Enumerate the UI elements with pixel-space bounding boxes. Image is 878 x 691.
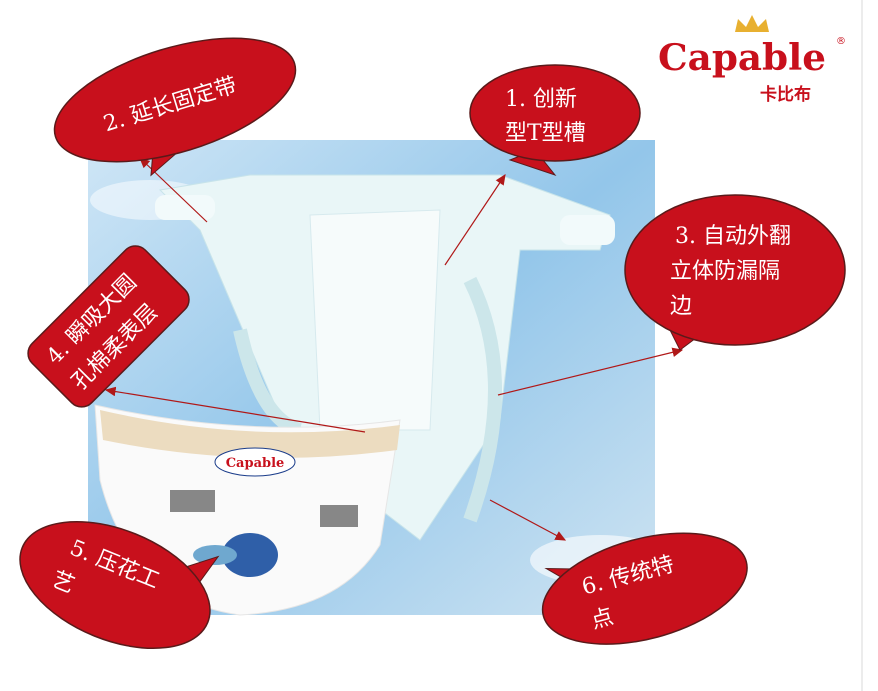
arrow-6: [489, 499, 567, 541]
callout-3-line-2: 立体防漏隔: [670, 259, 780, 284]
callout-1: 1. 创新 型T型槽: [469, 64, 641, 177]
callout-4: 4. 瞬吸大圆 孔棉柔表层: [27, 245, 190, 408]
logo-brand: Capable: [658, 37, 826, 79]
arrow-1: [444, 174, 506, 266]
callout-3-line-3: 边: [670, 294, 692, 319]
callout-2: 2. 延长固定带: [53, 37, 297, 177]
callout-1-line-1: 1. 创新: [505, 87, 577, 112]
arrow-3: [497, 347, 684, 396]
callout-3-line-1: 3. 自动外翻: [675, 224, 791, 249]
logo-chinese: 卡比布: [760, 84, 811, 105]
callout-3: 3. 自动外翻 立体防漏隔 边: [624, 194, 846, 351]
callout-5: 5. 压花工 艺: [19, 520, 220, 650]
package-logo: Capable: [226, 456, 285, 471]
product-photo: Capable: [88, 140, 670, 616]
callout-1-line-2: 型T型槽: [505, 121, 586, 146]
capable-logo: Capable ® 卡比布: [658, 15, 846, 105]
logo-registered: ®: [836, 36, 846, 47]
arrows: [104, 157, 684, 541]
crown-icon: [735, 15, 769, 32]
callout-6: 6. 传统特 点: [541, 532, 748, 645]
diaper-image: Capable: [94, 174, 615, 616]
arrow-4: [104, 386, 366, 433]
